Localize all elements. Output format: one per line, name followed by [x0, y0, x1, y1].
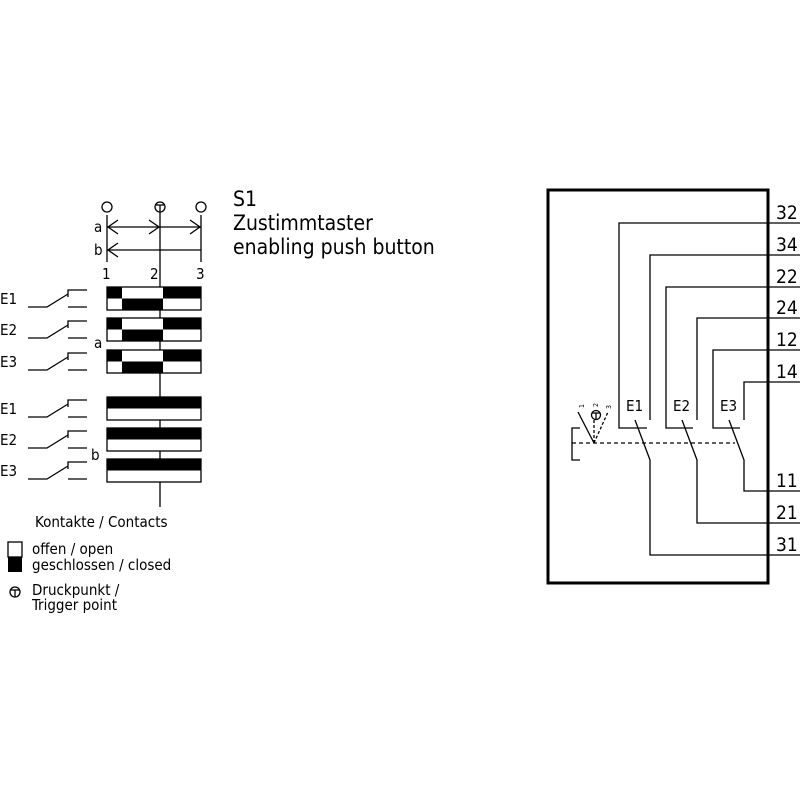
open-segment [122, 287, 163, 299]
contact-label: E3 [0, 353, 17, 371]
switch-symbol [28, 434, 69, 449]
terminal-14: 14 [776, 361, 798, 383]
group-a-label: a [94, 334, 102, 352]
closed-segment [122, 361, 163, 373]
legend-trigger-2: Trigger point [31, 596, 117, 614]
closed-segment [107, 397, 201, 409]
open-segment [163, 329, 201, 341]
contact-label: E3 [0, 462, 17, 480]
legend-open-swatch [7, 541, 23, 558]
terminal-11: 11 [776, 470, 798, 492]
closed-segment [163, 287, 201, 299]
schem-E3: E3 [720, 397, 737, 415]
position-1-circle [101, 201, 113, 213]
schematic: 32 34 22 24 12 14 11 21 31 E1 E2 E3 1 2 3 [546, 188, 800, 585]
contact-E1-switch [634, 419, 768, 556]
contact-row-a-E1: E1 [0, 286, 202, 311]
open-segment [163, 298, 201, 310]
closed-segment [107, 350, 122, 362]
closed-segment [107, 428, 201, 440]
act-pos-3: 3 [605, 405, 613, 409]
contact-row-b-E1: E1 [0, 396, 202, 421]
terminal-21: 21 [776, 502, 798, 524]
contact-E3-switch [728, 419, 768, 492]
contact-row-b-E3: E3 [0, 458, 202, 483]
open-segment [107, 470, 201, 482]
closed-segment [107, 287, 122, 299]
closed-segment [163, 318, 201, 330]
contact-label: E1 [0, 290, 17, 308]
open-segment [122, 318, 163, 330]
open-segment [163, 361, 201, 373]
terminal-31: 31 [776, 534, 798, 556]
switch-symbol [28, 324, 69, 339]
legend-closed: geschlossen / closed [32, 556, 171, 574]
act-pos-1: 1 [578, 404, 586, 408]
title-de: Zustimmtaster [233, 211, 373, 235]
position-3-circle [195, 201, 207, 213]
pos-3: 3 [196, 265, 205, 283]
contact-row-a-E2: E2 [0, 317, 202, 342]
closed-segment [163, 350, 201, 362]
switch-symbol [28, 465, 69, 480]
open-segment [122, 350, 163, 362]
contact-row-a-E3: E3 [0, 349, 202, 374]
title-id: S1 [233, 187, 257, 211]
pos-1: 1 [102, 265, 111, 283]
open-segment [107, 298, 122, 310]
legend-closed-swatch [8, 557, 22, 572]
closed-segment [107, 318, 122, 330]
legend-open: offen / open [32, 540, 113, 558]
pos-2: 2 [150, 265, 159, 283]
actuator-trigger-icon [590, 409, 602, 421]
terminal-34: 34 [776, 234, 798, 256]
switch-symbol [28, 403, 69, 418]
open-segment [107, 361, 122, 373]
contact-row-b-E2: E2 [0, 427, 202, 452]
label-a: a [94, 218, 102, 236]
legend-trigger-1: Druckpunkt / [32, 581, 120, 599]
terminal-32: 32 [776, 202, 798, 224]
group-b-label: b [91, 446, 100, 464]
terminal-22: 22 [776, 266, 798, 288]
actuator-lever [577, 411, 595, 444]
label-b: b [94, 241, 103, 259]
legend-trigger-icon [9, 586, 21, 598]
schem-E1: E1 [626, 397, 643, 415]
housing-box [546, 188, 770, 585]
contact-label: E2 [0, 321, 17, 339]
closed-segment [122, 329, 163, 341]
act-pos-2: 2 [592, 403, 600, 407]
switch-symbol [28, 293, 69, 308]
open-segment [107, 329, 122, 341]
terminal-24: 24 [776, 297, 798, 319]
open-segment [107, 439, 201, 451]
legend-heading: Kontakte / Contacts [35, 513, 168, 531]
closed-segment [107, 459, 201, 471]
terminal-12: 12 [776, 329, 798, 351]
closed-segment [122, 298, 163, 310]
title-en: enabling push button [233, 235, 435, 259]
switch-symbol [28, 356, 69, 371]
contact-label: E2 [0, 431, 17, 449]
schem-E2: E2 [673, 397, 690, 415]
open-segment [107, 408, 201, 420]
contact-E2-switch [681, 419, 768, 524]
contact-label: E1 [0, 400, 17, 418]
